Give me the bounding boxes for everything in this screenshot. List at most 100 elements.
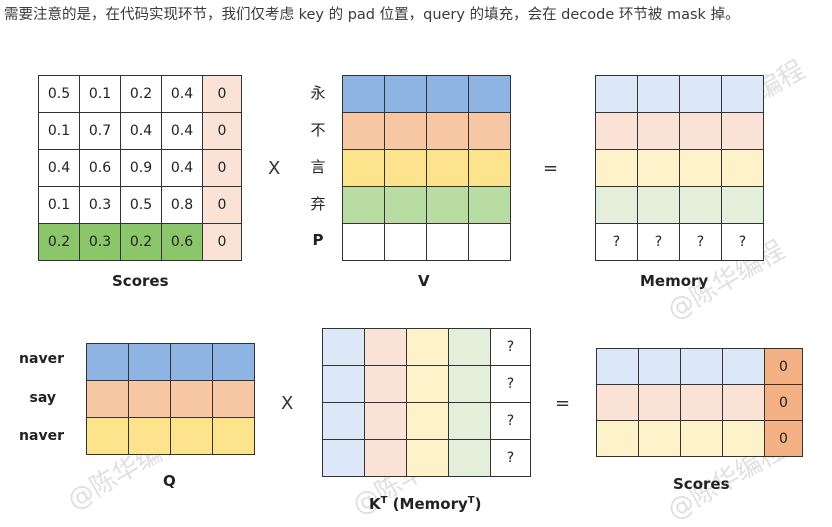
v-cell [343,224,385,261]
memory-cell [722,187,764,224]
kt-cell [365,403,407,440]
v-cell [427,187,469,224]
score-cell: 0.1 [39,113,80,150]
kt-cell [365,366,407,403]
memory-cell [680,187,722,224]
v-cell [427,150,469,187]
kt-cell [365,329,407,366]
kt-cell [323,329,365,366]
equals-operator: = [555,393,571,414]
memory-matrix: ???? [595,75,764,261]
v-row-label: P [312,231,324,249]
v-cell [469,113,511,150]
kt-cell [449,329,491,366]
q-row-label: naver [19,351,64,367]
memory-unknown-cell: ? [638,224,680,261]
memory-label: Memory [640,272,709,290]
multiply-operator: X [281,393,294,414]
score-cell: 0.2 [121,76,162,113]
v-cell [343,187,385,224]
score-cell: 0.9 [121,150,162,187]
kt-cell [449,440,491,477]
memory-unknown-cell: ? [596,224,638,261]
memory-cell [680,113,722,150]
q-cell [87,381,129,418]
score-cell: 0 [203,224,242,261]
score-cell: 0 [203,113,242,150]
kt-unknown-cell: ? [491,366,531,403]
v-row-label: 永 [310,84,326,102]
memory-cell [638,150,680,187]
q-label: Q [163,472,176,490]
score-cell [639,349,681,385]
score-cell: 0.6 [80,150,121,187]
kt-label-sup: T [380,495,388,506]
q-cell [129,418,171,455]
memory-cell [722,76,764,113]
v-row-label: 不 [310,121,326,139]
memory-cell [722,113,764,150]
v-cell [469,187,511,224]
kt-cell [407,440,449,477]
v-matrix [342,75,511,261]
score-pad-cell: 0 [765,349,803,385]
score-cell: 0.6 [162,224,203,261]
score-cell: 0 [203,76,242,113]
kt-cell [449,366,491,403]
kt-cell [323,366,365,403]
memory-unknown-cell: ? [722,224,764,261]
score-cell: 0.5 [39,76,80,113]
v-cell [427,76,469,113]
memory-cell [722,150,764,187]
kt-cell [365,440,407,477]
kt-label-close: ) [474,495,482,513]
q-cell [87,418,129,455]
score-cell: 0.1 [80,76,121,113]
q-cell [171,418,213,455]
score-cell [597,421,639,457]
v-cell [385,224,427,261]
v-cell [427,224,469,261]
score-cell [681,349,723,385]
q-row-label: say [29,390,56,406]
memory-cell [680,150,722,187]
score-cell [597,349,639,385]
kt-unknown-cell: ? [491,403,531,440]
kt-label-paren: (Memory [387,495,468,513]
kt-cell [407,329,449,366]
score-cell: 0.8 [162,187,203,224]
scores-label-bottom: Scores [673,475,730,493]
kt-unknown-cell: ? [491,440,531,477]
scores-label-top: Scores [112,272,169,290]
score-cell: 0.4 [121,113,162,150]
score-cell: 0 [203,187,242,224]
score-cell [681,385,723,421]
score-cell: 0.3 [80,224,121,261]
kt-cell [407,366,449,403]
v-cell [469,224,511,261]
memory-unknown-cell: ? [680,224,722,261]
memory-cell [596,113,638,150]
v-cell [427,113,469,150]
q-cell [129,381,171,418]
score-cell [597,385,639,421]
kt-label: KT (MemoryT) [369,495,481,513]
kt-cell [449,403,491,440]
kt-cell [323,403,365,440]
q-cell [171,381,213,418]
v-cell [343,150,385,187]
memory-cell [596,187,638,224]
q-cell [171,344,213,381]
memory-cell [680,76,722,113]
q-cell [213,344,255,381]
memory-cell [638,187,680,224]
v-cell [385,187,427,224]
q-cell [129,344,171,381]
v-cell [385,113,427,150]
v-cell [385,150,427,187]
v-cell [469,150,511,187]
score-pad-cell: 0 [765,421,803,457]
v-label: V [418,272,430,290]
